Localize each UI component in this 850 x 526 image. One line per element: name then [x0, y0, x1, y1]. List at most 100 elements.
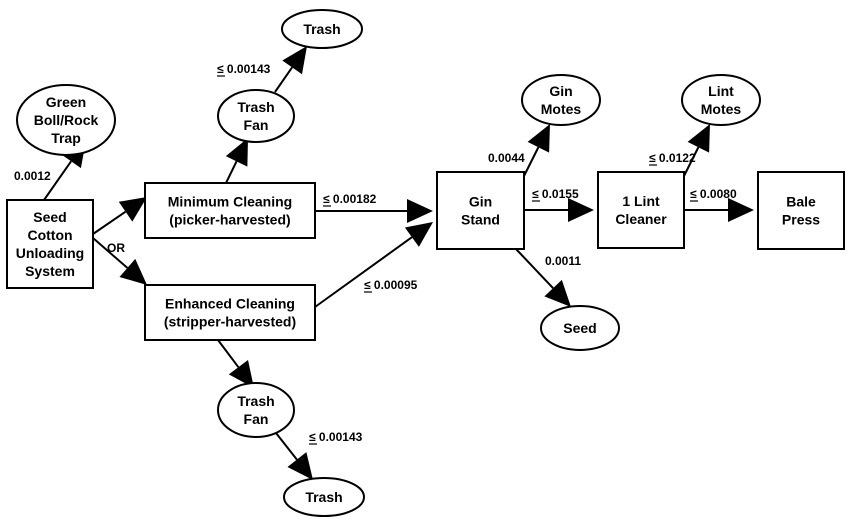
node-label-line: (picker-harvested) [169, 212, 290, 228]
node-label-line: (stripper-harvested) [164, 314, 296, 330]
output-ellipse [217, 89, 295, 143]
node-label-line: Fan [244, 411, 269, 427]
edge-label: OR [107, 241, 125, 255]
node-label-line: Motes [541, 101, 582, 117]
node-label-line: Fan [244, 117, 269, 133]
edge-line [217, 339, 240, 368]
node-label: Enhanced Cleaning (stripper-harvested) [164, 296, 296, 330]
node-label-line: Enhanced Cleaning [165, 296, 295, 312]
arrowhead [118, 197, 147, 222]
edge-line [522, 146, 540, 179]
edge-line [274, 66, 293, 93]
output-ellipse [521, 74, 601, 126]
edge-gin_stand-lint_cleaner: ≤ 0.0155 [524, 187, 594, 222]
edge-seed_cotton-min_cleaning [92, 197, 147, 235]
arrowhead [544, 279, 571, 307]
node-label-line: Seed [33, 209, 66, 225]
arrowhead [119, 258, 147, 285]
edge-trash_fan_bottom-trash_bottom: ≤ 0.00143 [275, 430, 363, 480]
node-label-line: Gin [469, 194, 492, 210]
edge-label: ≤ 0.0122 [649, 151, 696, 165]
node-label-line: 1 Lint [622, 193, 660, 209]
output-ellipse [681, 74, 761, 126]
node-label-line: Bale [786, 194, 816, 210]
edge-gin_stand-seed: 0.0011 [515, 248, 581, 307]
arrowhead [287, 452, 313, 480]
edge-line [225, 160, 238, 184]
node-seed: Seed [540, 305, 620, 351]
output-ellipse [281, 9, 363, 49]
process-box [757, 171, 845, 250]
output-ellipse [16, 84, 116, 156]
node-label: Seed [563, 320, 596, 336]
edge-line [92, 210, 127, 235]
output-ellipse [283, 477, 365, 517]
edge-label: ≤ 0.00143 [309, 430, 363, 444]
edge-label: ≤ 0.00095 [364, 278, 418, 292]
edge-enh_cleaning-trash_fan_bottom [217, 339, 254, 388]
node-label-line: Trash [303, 21, 340, 37]
edge-gin_stand-gin_motes: 0.0044 [488, 124, 550, 179]
node-label-line: Lint [708, 83, 734, 99]
node-label-line: Boll/Rock [34, 112, 99, 128]
output-ellipse [217, 382, 295, 438]
node-label-line: Gin [549, 83, 572, 99]
process-box [144, 284, 316, 341]
edge-line [515, 248, 554, 289]
process-box [597, 171, 685, 249]
edge-label: 0.0011 [545, 254, 581, 268]
edge-min_cleaning-trash_fan_top [225, 138, 248, 184]
edge-trash_fan_top-trash_top: ≤ 0.00143 [217, 46, 307, 93]
edge-line [314, 236, 413, 308]
edge-line [92, 237, 129, 269]
node-label: Trash [303, 21, 340, 37]
edge-seed_cotton-enh_cleaning: OR [92, 237, 147, 285]
arrowhead [527, 124, 550, 153]
node-label-line: Cotton [27, 227, 72, 243]
node-label-line: Motes [701, 101, 742, 117]
node-label-line: Trash [237, 99, 274, 115]
edge-label: ≤ 0.00182 [323, 192, 377, 206]
output-ellipse [540, 305, 620, 351]
arrowhead [407, 199, 433, 223]
arrowhead [282, 46, 307, 75]
edge-lint_cleaner-bale_press: ≤ 0.0080 [684, 187, 754, 222]
node-label-line: Cleaner [615, 211, 667, 227]
edge-label: 0.0012 [14, 169, 51, 183]
node-min-cleaning: Minimum Cleaning (picker-harvested) [144, 182, 316, 239]
edge-min_cleaning-gin_stand: ≤ 0.00182 [315, 192, 433, 223]
arrowhead [568, 198, 594, 222]
node-label-line: Unloading [16, 245, 84, 261]
node-label-line: Minimum Cleaning [168, 194, 292, 210]
edge-line [43, 160, 72, 201]
arrowhead [404, 222, 433, 247]
edge-label: ≤ 0.00143 [217, 62, 271, 76]
node-label: Trash [305, 489, 342, 505]
arrowhead [728, 198, 754, 222]
node-label: Minimum Cleaning (picker-harvested) [168, 194, 292, 228]
edge-lint_cleaner-lint_motes: ≤ 0.0122 [649, 124, 710, 179]
edge-enh_cleaning-gin_stand: ≤ 0.00095 [314, 222, 433, 308]
process-box [436, 171, 525, 250]
edge-label: ≤ 0.0080 [690, 187, 737, 201]
edge-line [275, 432, 298, 461]
node-trash-bottom: Trash [283, 477, 365, 517]
edge-label: 0.0044 [488, 151, 525, 165]
node-label-line: Press [782, 212, 820, 228]
